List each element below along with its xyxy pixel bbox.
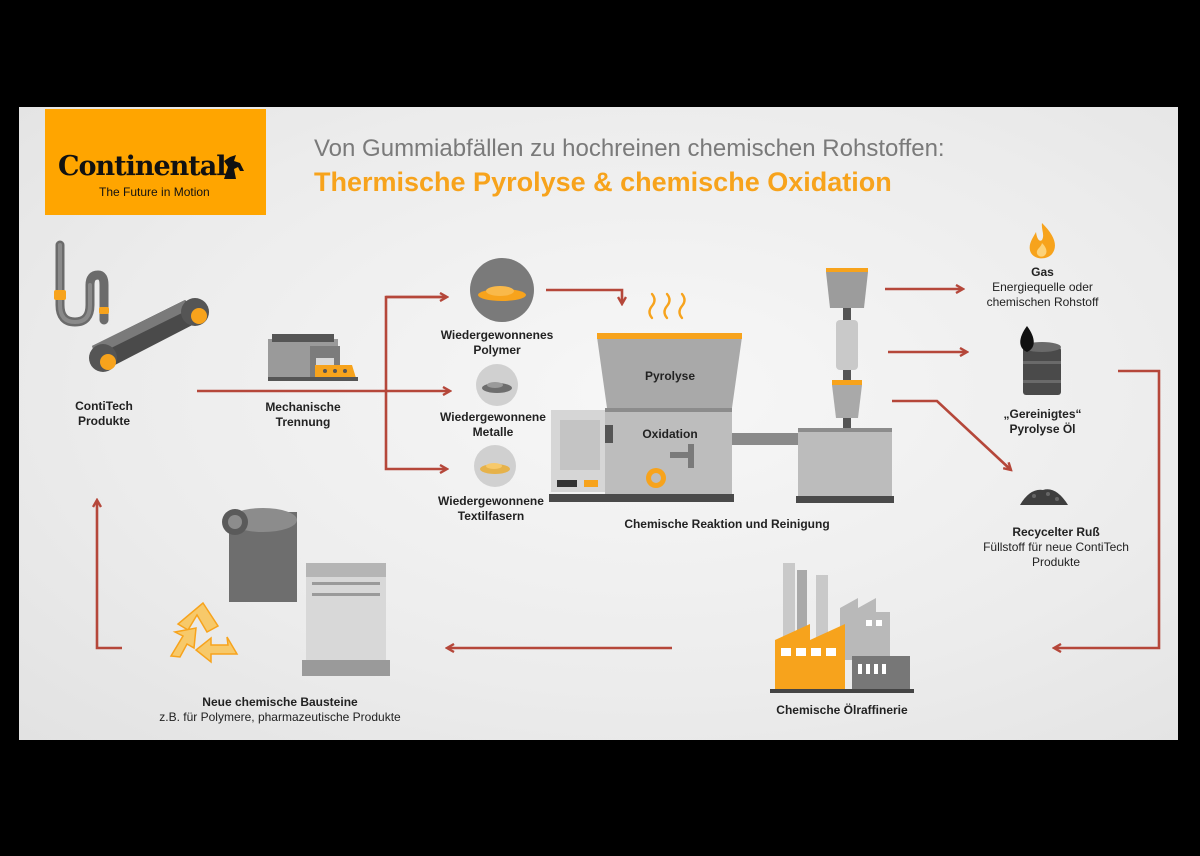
label-reactor-caption: Chemische Reaktion und Reinigung: [624, 517, 830, 531]
reactor-oxidation-label: Oxidation: [642, 427, 698, 441]
flame-icon: [1029, 223, 1055, 259]
arrow-to-russ: [892, 399, 1011, 470]
metals-circle-icon: [476, 364, 518, 406]
chemical-products-icon: [222, 508, 390, 676]
refinery-icon: [770, 563, 914, 693]
label-oel: „Gereinigtes“Pyrolyse Öl: [1003, 407, 1082, 436]
recycling-icon: [169, 601, 239, 664]
textile-circle-icon: [474, 445, 516, 487]
oil-barrel-icon: [1020, 326, 1061, 395]
arrow-bausteine-to-contitech: [97, 500, 122, 650]
heat-waves-icon: [648, 292, 686, 320]
arrow-polymer-to-reactor: [546, 288, 622, 304]
brand-name: Continental: [58, 151, 227, 182]
brand-tagline: The Future in Motion: [99, 185, 210, 199]
flow-arrows: [97, 288, 1161, 650]
reactor-machine-icon: [549, 268, 894, 503]
page-subtitle: Von Gummiabfällen zu hochreinen chemisch…: [314, 135, 945, 162]
contitech-products-icon: [54, 240, 209, 372]
arrow-oel-to-raffinerie: [1054, 369, 1161, 648]
horse-icon: [224, 155, 244, 179]
separation-machine-icon: [268, 334, 358, 381]
arrow-split-branch: [384, 295, 447, 469]
polymer-circle-icon: [470, 258, 534, 322]
carbon-black-pile-icon: [1020, 489, 1068, 505]
label-raffinerie: Chemische Ölraffinerie: [776, 703, 908, 717]
reactor-pyrolyse-label: Pyrolyse: [644, 369, 696, 383]
page-title: Thermische Pyrolyse & chemische Oxidatio…: [314, 167, 892, 197]
